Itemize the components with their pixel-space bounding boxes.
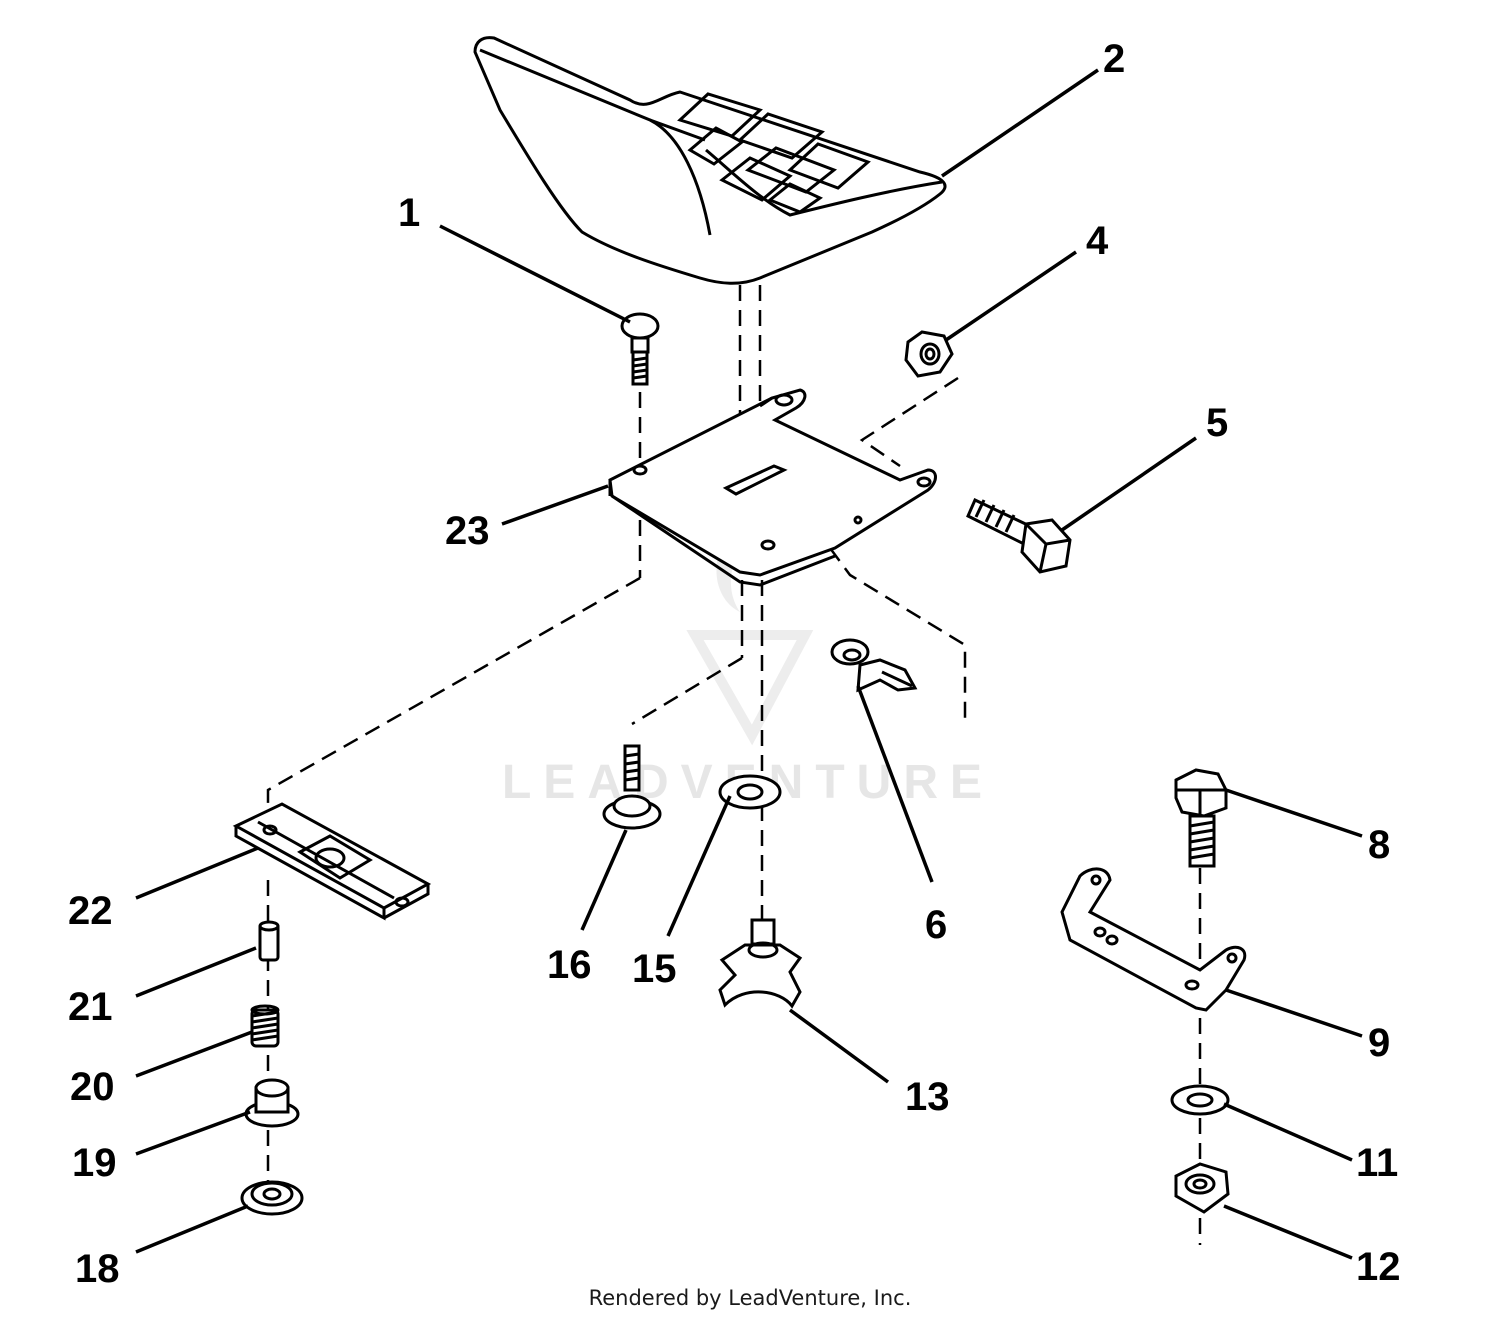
slide-rail — [232, 802, 432, 921]
lock-washer — [1170, 1084, 1230, 1116]
callout-19: 19 — [72, 1141, 117, 1185]
flange-bolt — [602, 744, 662, 830]
hex-bolt-right — [1174, 768, 1228, 868]
callout-21: 21 — [68, 985, 113, 1029]
callout-11: 11 — [1356, 1141, 1398, 1185]
flange-nut — [240, 1180, 304, 1216]
hair-pin-clip — [830, 638, 918, 693]
callout-6: 6 — [925, 903, 947, 947]
callout-15: 15 — [632, 947, 677, 991]
star-knob — [718, 918, 803, 1009]
callout-20: 20 — [70, 1065, 115, 1109]
leader-lines — [135, 68, 1363, 1260]
callout-9: 9 — [1368, 1021, 1390, 1065]
callout-16: 16 — [547, 943, 592, 987]
callout-1: 1 — [398, 191, 420, 235]
callout-23: 23 — [445, 509, 490, 553]
callout-2: 2 — [1103, 37, 1125, 81]
rendered-by-credit: Rendered by LeadVenture, Inc. — [588, 1286, 912, 1310]
seat — [473, 36, 947, 285]
pin — [258, 920, 280, 962]
spring — [250, 1004, 280, 1048]
callout-4: 4 — [1086, 219, 1109, 263]
seat-grip-pads — [677, 92, 871, 214]
flat-washer — [718, 774, 782, 810]
mounting-bracket — [1060, 867, 1247, 1012]
hex-nut — [904, 330, 954, 378]
callout-labels: 2 1 4 5 23 6 8 9 11 12 13 15 16 18 19 20… — [68, 37, 1401, 1291]
seat-mounting-plate — [608, 388, 937, 587]
callout-18: 18 — [75, 1247, 120, 1291]
callout-12: 12 — [1356, 1245, 1401, 1289]
callout-22: 22 — [68, 889, 113, 933]
bushing — [244, 1078, 300, 1128]
lock-nut — [1174, 1162, 1230, 1214]
callout-8: 8 — [1368, 823, 1390, 867]
carriage-bolt — [620, 312, 660, 386]
hex-bolt — [966, 497, 1072, 574]
callout-5: 5 — [1206, 401, 1228, 445]
callout-13: 13 — [905, 1075, 950, 1119]
